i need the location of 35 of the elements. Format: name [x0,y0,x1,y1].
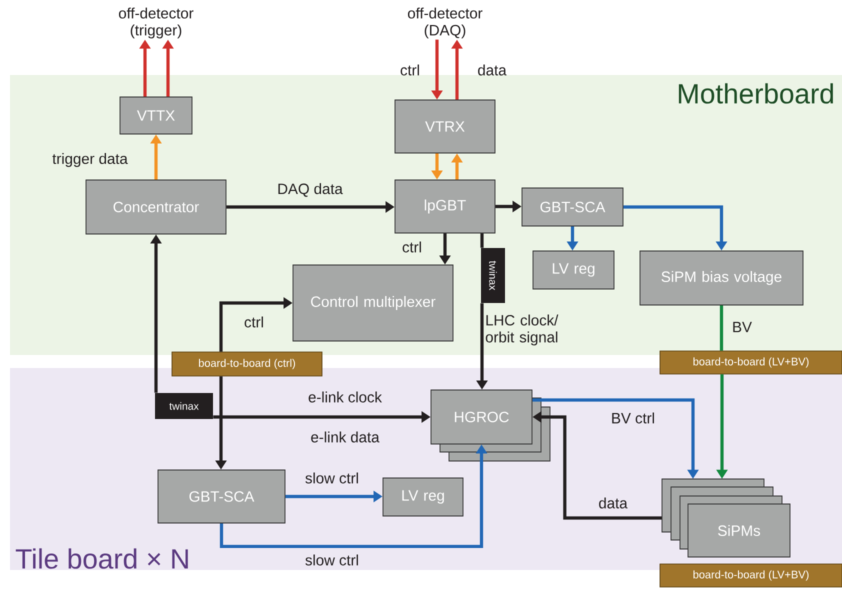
edge-label: BV ctrl [612,412,654,424]
signal-label: e-link data [311,432,380,442]
stacked-boxes: HGROC [430,390,550,462]
connector-line [480,233,484,248]
stacked-boxes: SiPMs [662,478,790,558]
cable-tag: twinax [481,248,505,303]
edge-label: trigger data [52,153,128,167]
connector-tag: board-to-board (LV+BV) [660,350,842,374]
connector-tag: board-to-board (LV+BV) [660,564,842,588]
cable-tag: twinax [155,393,213,419]
edge-label: DAQ data [278,183,343,197]
endpoint-label: off-detector (trigger) [118,8,194,38]
endpoint-label: off-detector (DAQ) [408,8,482,38]
component-box: Control multiplexer [292,264,454,342]
component-box: lpGBT [394,180,496,234]
component-box: VTTX [120,96,192,134]
connector-tag: board-to-board (ctrl) [172,352,322,376]
edge-label: data [478,64,507,76]
edge-label: slow ctrl [305,554,358,566]
edge-label: BV [733,322,752,332]
component-box: SiPM bias voltage [640,250,804,306]
component-box: LV reg [532,250,614,290]
edge-label: ctrl [400,64,419,76]
edge-label: e-link clock [308,392,382,402]
edge-label: ctrl [244,316,263,328]
component-box: LV reg [382,478,464,516]
component-box: GBT-SCA [522,188,624,226]
connector-line [720,305,724,351]
edge-label: LHC clock/ orbit signal [486,314,558,346]
component-box: VTRX [394,100,496,154]
edge-label: slow ctrl [305,472,358,484]
component-box: Concentrator [86,180,226,234]
edge-label: ctrl [402,242,421,252]
edge-label: data [599,498,628,508]
component-box: GBT-SCA [158,470,286,524]
